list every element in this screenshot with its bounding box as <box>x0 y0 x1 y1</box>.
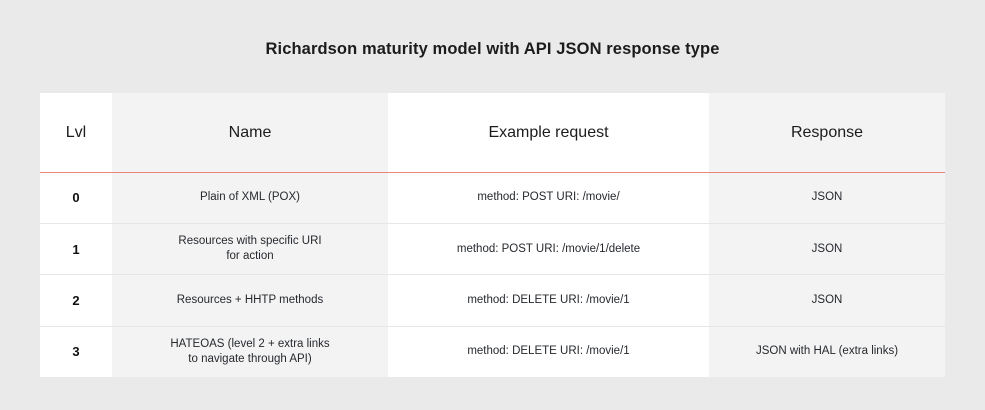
table-row: 1 Resources with specific URI for action… <box>40 224 945 276</box>
cell-example-request: method: DELETE URI: /movie/1 <box>388 275 709 326</box>
cell-name-text: HATEOAS (level 2 + extra links to naviga… <box>170 337 330 365</box>
cell-example-request: method: POST URI: /movie/ <box>388 172 709 224</box>
column-header-response: Response <box>709 93 945 172</box>
cell-example-request: method: DELETE URI: /movie/1 <box>388 326 709 377</box>
column-header-name: Name <box>112 93 388 172</box>
cell-name: HATEOAS (level 2 + extra links to naviga… <box>112 326 388 377</box>
table-row: 2 Resources + HHTP methods method: DELET… <box>40 275 945 327</box>
cell-lvl: 3 <box>40 326 112 377</box>
cell-lvl: 2 <box>40 275 112 326</box>
cell-name: Plain of XML (POX) <box>112 172 388 224</box>
cell-response: JSON <box>709 172 945 224</box>
cell-name: Resources + HHTP methods <box>112 275 388 326</box>
table-row: 3 HATEOAS (level 2 + extra links to navi… <box>40 326 945 377</box>
cell-lvl: 1 <box>40 224 112 275</box>
page-title: Richardson maturity model with API JSON … <box>265 40 720 58</box>
cell-name-text: Resources with specific URI for action <box>178 235 322 263</box>
cell-lvl: 0 <box>40 172 112 224</box>
cell-name-text: Plain of XML (POX) <box>200 191 300 204</box>
column-header-lvl: Lvl <box>40 93 112 172</box>
cell-name: Resources with specific URI for action <box>112 224 388 275</box>
richardson-maturity-table: Lvl Name Example request Response 0 Plai… <box>40 93 945 377</box>
cell-name-text: Resources + HHTP methods <box>176 293 324 306</box>
table-header-row: Lvl Name Example request Response <box>40 93 945 173</box>
cell-response: JSON <box>709 224 945 275</box>
cell-response: JSON <box>709 275 945 326</box>
cell-example-request: method: POST URI: /movie/1/delete <box>388 224 709 275</box>
column-header-example-request: Example request <box>388 93 709 172</box>
cell-response: JSON with HAL (extra links) <box>709 326 945 377</box>
table-row: 0 Plain of XML (POX) method: POST URI: /… <box>40 172 945 225</box>
